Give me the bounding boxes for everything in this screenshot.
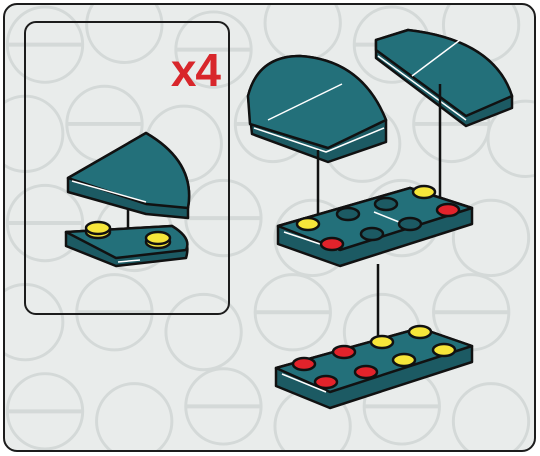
yellow-stud (433, 344, 455, 356)
quarter-round-tile (68, 133, 189, 218)
teal-stud (361, 228, 383, 240)
red-stud (321, 238, 343, 250)
yellow-stud (393, 354, 415, 366)
red-stud (315, 376, 337, 388)
large-round-tile-left (248, 56, 386, 162)
yellow-stud (413, 186, 435, 198)
red-stud (293, 358, 315, 370)
teal-stud (399, 218, 421, 230)
large-round-tile-right (376, 30, 512, 126)
red-stud (355, 366, 377, 378)
yellow-stud (371, 336, 393, 348)
teal-stud (337, 208, 359, 220)
yellow-stud (297, 218, 319, 230)
plate-with-yellow-studs (66, 222, 187, 266)
lower-plate (276, 326, 472, 408)
yellow-stud (409, 326, 431, 338)
upper-plate (278, 186, 472, 266)
red-stud (333, 346, 355, 358)
teal-stud (375, 198, 397, 210)
red-stud (437, 204, 459, 216)
